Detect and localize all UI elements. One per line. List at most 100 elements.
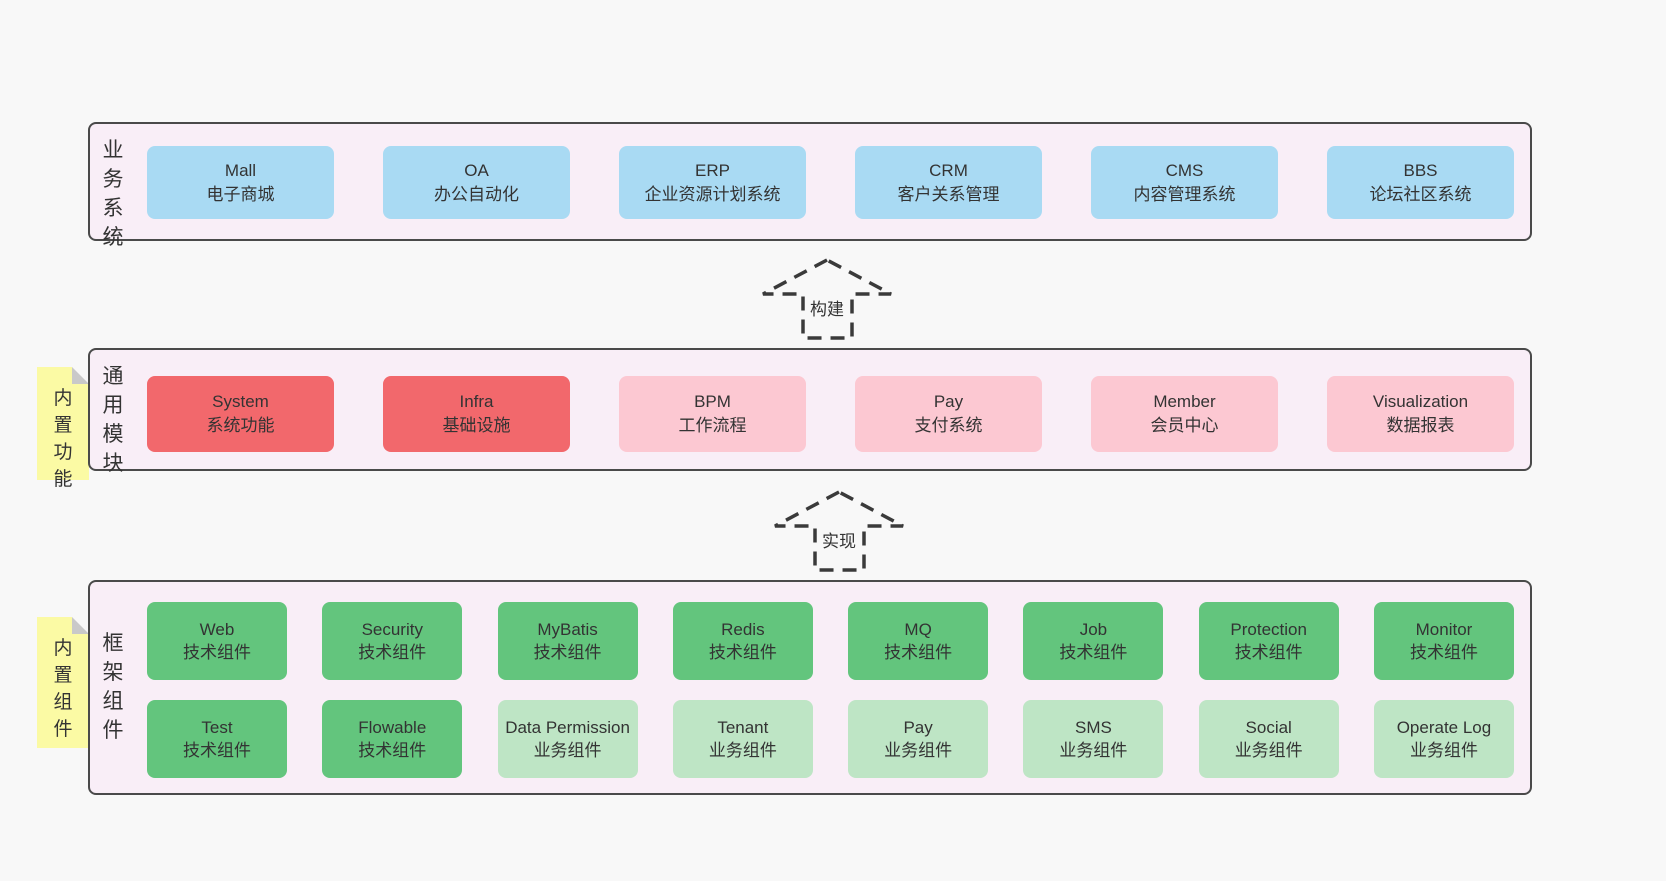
layer-common-modules: 通用模块 System 系统功能 Infra 基础设施 BPM 工作流程 Pay 支付系统 Me… [88,348,1532,475]
box-title: Tenant [717,718,769,737]
box-title: SMS [1074,718,1112,737]
box-infra: Infra 基础设施 [383,376,570,452]
box-subtitle: 客户关系管理 [897,184,1000,204]
box-flowable: Flowable 技术组件 [322,700,463,778]
layer-label-business: 业务系统 [102,139,124,249]
box-title: Flowable [358,718,427,737]
box-subtitle: 业务组件 [884,741,953,760]
box-security: Security 技术组件 [322,602,463,680]
box-subtitle: 业务组件 [533,741,602,760]
modules-box-rows: System 系统功能 Infra 基础设施 BPM 工作流程 Pay 支付系统 Member 会… [147,376,1514,452]
box-title: CMS [1165,160,1204,180]
box-title: System [212,392,269,411]
arrow-label-build: 构建 [807,295,847,320]
box-title: OA [464,160,489,180]
box-subtitle: 支付系统 [914,416,983,435]
box-title: Test [201,718,233,737]
box-operate-log: Operate Log 业务组件 [1373,700,1514,778]
box-title: Visualization [1372,392,1469,411]
box-title: Pay [933,392,964,411]
box-subtitle: 论坛社区系统 [1369,184,1472,204]
box-pay: Pay 支付系统 [855,376,1042,452]
box-cms: CMS 内容管理系统 [1091,146,1278,219]
box-visualization: Visualization 数据报表 [1327,376,1514,452]
box-title: Member [1153,392,1216,411]
box-subtitle: 技术组件 [533,643,602,662]
box-subtitle: 工作流程 [678,416,747,435]
box-title: Social [1245,718,1292,737]
box-row: System 系统功能 Infra 基础设施 BPM 工作流程 Pay 支付系统 Member 会… [147,376,1514,452]
box-data-permission: Data Permission 业务组件 [497,700,638,778]
box-subtitle: 业务组件 [1059,741,1128,760]
box-subtitle: 办公自动化 [434,184,519,204]
box-title: BBS [1403,160,1438,180]
box-title: MyBatis [537,620,598,639]
box-monitor: Monitor 技术组件 [1373,602,1514,680]
box-erp: ERP 企业资源计划系统 [619,146,806,219]
box-subtitle: 数据报表 [1386,416,1455,435]
box-subtitle: 技术组件 [884,643,953,662]
box-subtitle: 技术组件 [358,643,427,662]
box-test: Test 技术组件 [147,700,287,778]
arrow-label-implement: 实现 [819,527,859,552]
box-subtitle: 企业资源计划系统 [644,184,781,204]
box-bpm: BPM 工作流程 [619,376,806,452]
sticky-note-builtin-components: 内置组件 [37,617,89,748]
box-subtitle: 系统功能 [206,416,275,435]
box-title: BPM [694,392,731,411]
sticky-note-builtin-features: 内置功能 [37,367,89,490]
box-title: CRM [929,160,968,180]
sticky-note-label: 内置组件 [53,638,73,740]
box-subtitle: 技术组件 [1234,643,1303,662]
folded-corner-icon [72,617,89,634]
folded-corner-icon [72,367,89,384]
box-subtitle: 技术组件 [358,741,427,760]
dashed-up-arrow-icon [762,258,892,340]
box-title: Pay [903,718,933,737]
box-pay: Pay 业务组件 [848,700,989,778]
arrow-build: 构建 [759,257,895,341]
arrow-implement: 实现 [771,489,907,573]
box-system: System 系统功能 [147,376,334,452]
box-title: Redis [721,620,765,639]
box-title: Web [199,620,235,639]
box-title: ERP [695,160,730,180]
box-crm: CRM 客户关系管理 [855,146,1042,219]
box-mybatis: MyBatis 技术组件 [497,602,638,680]
box-title: Protection [1230,620,1307,639]
box-social: Social 业务组件 [1198,700,1339,778]
box-row: Test 技术组件 Flowable 技术组件 Data Permission 业务组件 T… [147,700,1514,778]
box-subtitle: 会员中心 [1150,416,1219,435]
box-subtitle: 技术组件 [708,643,777,662]
box-title: Monitor [1415,620,1473,639]
box-subtitle: 内容管理系统 [1133,184,1236,204]
box-title: Infra [459,392,494,411]
layer-label-modules: 通用模块 [102,365,124,475]
sticky-note-label: 内置功能 [53,388,73,490]
box-subtitle: 技术组件 [1059,643,1128,662]
box-protection: Protection 技术组件 [1198,602,1339,680]
box-title: Mall [224,160,257,180]
box-subtitle: 业务组件 [1234,741,1303,760]
box-redis: Redis 技术组件 [672,602,813,680]
box-member: Member 会员中心 [1091,376,1278,452]
box-sms: SMS 业务组件 [1023,700,1164,778]
box-title: Operate Log [1396,718,1492,737]
box-title: Security [361,620,423,639]
box-subtitle: 基础设施 [442,416,511,435]
box-oa: OA 办公自动化 [383,146,570,219]
box-subtitle: 技术组件 [1409,643,1478,662]
box-title: Data Permission [505,718,630,737]
box-subtitle: 技术组件 [183,741,251,760]
box-subtitle: 业务组件 [1409,741,1478,760]
box-bbs: BBS 论坛社区系统 [1327,146,1514,219]
